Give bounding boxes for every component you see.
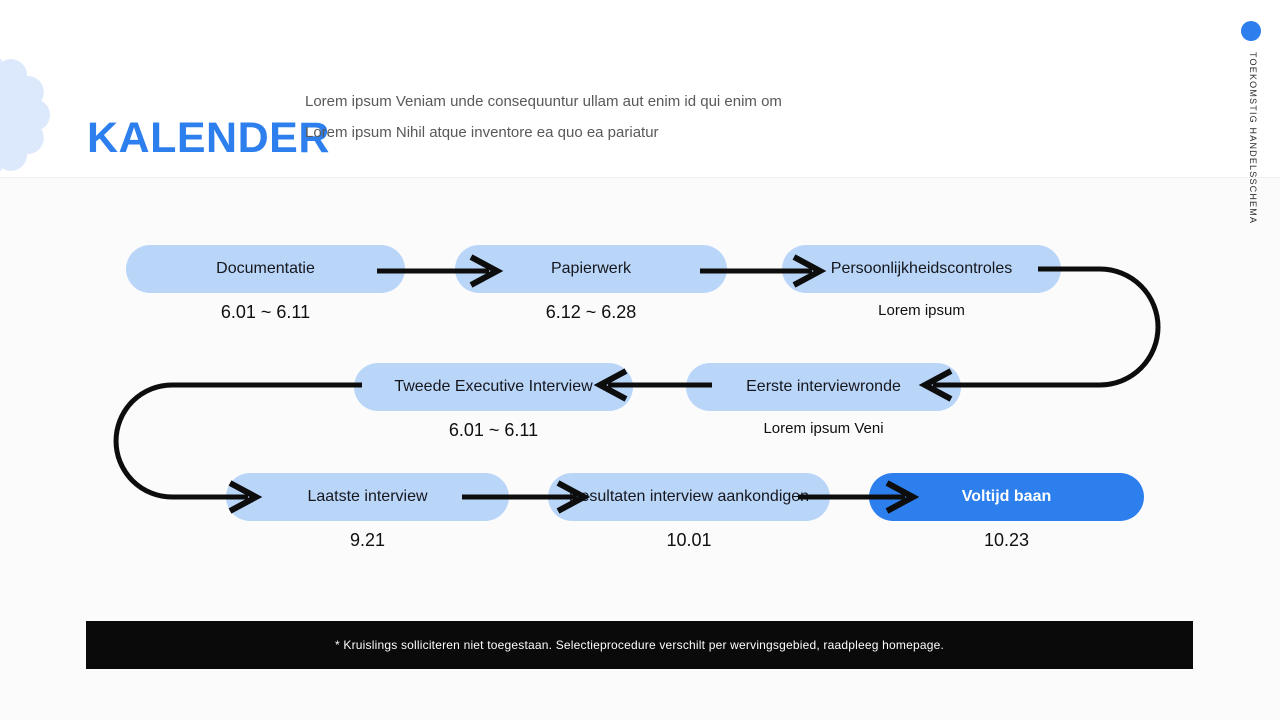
- step-date: 6.12 ~ 6.28: [545, 302, 637, 322]
- step-pill: Resultaten interview aankondigen: [548, 473, 830, 521]
- step-date: 10.01: [666, 530, 712, 550]
- subtitle: Lorem ipsum Veniam unde consequuntur ull…: [305, 86, 782, 148]
- step-date: Lorem ipsum Veni: [763, 420, 884, 437]
- flow-step-tweede-executive-interview: Tweede Executive Interview 6.01 ~ 6.11: [354, 363, 633, 441]
- step-date: 6.01 ~ 6.11: [220, 302, 311, 322]
- subtitle-line-2: Lorem ipsum Nihil atque inventore ea quo…: [305, 124, 659, 141]
- step-date: Lorem ipsum: [878, 302, 965, 319]
- footnote-bar: * Kruislings solliciteren niet toegestaa…: [86, 621, 1193, 669]
- step-pill: Documentatie: [126, 245, 405, 293]
- step-date: 10.23: [983, 530, 1030, 550]
- flower-shape-icon: [0, 58, 50, 172]
- side-vertical-label: TOEKOMSTIG HANDELSSCHEMA: [1248, 52, 1258, 225]
- page-title: KALENDER: [87, 113, 330, 162]
- footnote-text: * Kruislings solliciteren niet toegestaa…: [334, 638, 944, 652]
- step-date: 6.01 ~ 6.11: [448, 420, 539, 440]
- flow-step-eerste-interviewronde: Eerste interviewronde Lorem ipsum Veni: [686, 363, 961, 437]
- subtitle-line-1: Lorem ipsum Veniam unde consequuntur ull…: [305, 93, 782, 110]
- corner-dot-icon: [1241, 21, 1261, 41]
- step-pill: Persoonlijkheidscontroles: [782, 245, 1061, 293]
- step-pill: Papierwerk: [455, 245, 727, 293]
- flow-step-resultaten-aankondigen: Resultaten interview aankondigen 10.01: [548, 473, 830, 551]
- step-date: 9.21: [349, 530, 386, 550]
- step-pill: Eerste interviewronde: [686, 363, 961, 411]
- step-pill: Laatste interview: [226, 473, 509, 521]
- flow-step-papierwerk: Papierwerk 6.12 ~ 6.28: [455, 245, 727, 323]
- flow-step-voltijd-baan: Voltijd baan 10.23: [869, 473, 1144, 551]
- flow-step-persoonlijkheidscontroles: Persoonlijkheidscontroles Lorem ipsum: [782, 245, 1061, 319]
- flow-step-laatste-interview: Laatste interview 9.21: [226, 473, 509, 551]
- step-pill: Voltijd baan: [869, 473, 1144, 521]
- flow-step-documentatie: Documentatie 6.01 ~ 6.11: [126, 245, 405, 323]
- step-pill: Tweede Executive Interview: [354, 363, 633, 411]
